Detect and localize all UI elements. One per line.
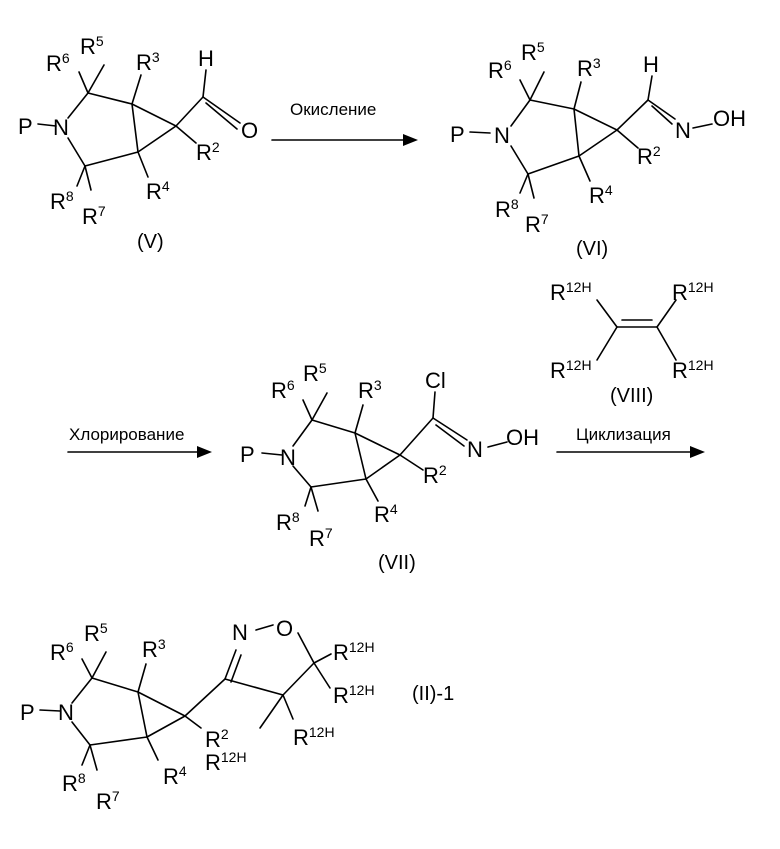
v-r8: R8 <box>50 188 74 214</box>
v-r2: R2 <box>196 139 220 165</box>
ii1-atom-p: P <box>20 700 35 725</box>
viii-label: (VIII) <box>610 385 653 407</box>
v-r4: R4 <box>146 178 170 204</box>
vi-r4: R4 <box>589 182 613 208</box>
vii-atom-n-oxime: N <box>467 437 483 462</box>
vii-r5: R5 <box>303 360 327 386</box>
v-atom-o: O <box>241 118 258 143</box>
ii1-atom-n: N <box>58 700 74 725</box>
structure-ii-1: P N N O R6 R5 R3 R2 R12H R12H R12H R12H … <box>20 616 454 814</box>
vi-label: (VI) <box>576 238 608 260</box>
vii-r8: R8 <box>276 509 300 535</box>
viii-r12h-bottom-right: R12H <box>672 357 714 383</box>
vii-r2: R2 <box>423 462 447 488</box>
oxidation-label: Окисление <box>290 100 376 119</box>
viii-r12h-bottom-left: R12H <box>550 357 592 383</box>
ii1-r7: R7 <box>96 788 120 814</box>
vi-r8: R8 <box>495 196 519 222</box>
ii1-r12h-c5-lower: R12H <box>333 682 375 708</box>
cyclization-label: Циклизация <box>576 425 671 444</box>
viii-r12h-top-left: R12H <box>550 279 592 305</box>
structure-vii: P N N OH Cl R6 R5 R3 R2 R4 R8 R7 (VII) <box>240 360 539 574</box>
vi-r2: R2 <box>637 143 661 169</box>
ii1-r12h-c5-upper: R12H <box>333 639 375 665</box>
v-r7: R7 <box>82 203 106 229</box>
ii1-r3: R3 <box>142 636 166 662</box>
structure-vi: P N N OH H R6 R5 R3 R2 R4 R8 R7 (VI) <box>450 39 746 260</box>
ii1-r5: R5 <box>84 620 108 646</box>
v-r6: R6 <box>46 50 70 76</box>
v-atom-p: P <box>18 114 33 139</box>
vi-r3: R3 <box>577 55 601 81</box>
arrow-cyclization: Циклизация <box>557 425 705 458</box>
vi-atom-n-oxime: N <box>675 118 691 143</box>
vii-atom-cl: Cl <box>425 368 446 393</box>
v-r3: R3 <box>136 49 160 75</box>
arrow-oxidation: Окисление <box>272 100 418 146</box>
ii1-r4: R4 <box>163 763 187 789</box>
ii1-r8: R8 <box>62 770 86 796</box>
vi-r6: R6 <box>488 57 512 83</box>
v-r5: R5 <box>80 33 104 59</box>
ii1-atom-n-isoxazoline: N <box>232 620 248 645</box>
vii-r4: R4 <box>374 501 398 527</box>
ii1-label: (II)-1 <box>412 683 454 705</box>
arrow-chlorination: Хлорирование <box>68 425 212 458</box>
vi-r7: R7 <box>525 211 549 237</box>
vi-r5: R5 <box>521 39 545 65</box>
vii-label: (VII) <box>378 552 416 574</box>
vii-atom-n: N <box>280 445 296 470</box>
vii-r6: R6 <box>271 377 295 403</box>
ii1-r12h-c4-upper: R12H <box>293 724 335 750</box>
v-atom-h: H <box>198 46 214 71</box>
vii-atom-p: P <box>240 442 255 467</box>
ii1-r12h-c4-lower: R12H <box>205 749 247 775</box>
vii-r7: R7 <box>309 525 333 551</box>
vi-atom-p: P <box>450 122 465 147</box>
chlorination-label: Хлорирование <box>69 425 184 444</box>
structure-v: P N O H R6 R5 R3 R2 R4 R8 R7 (V) <box>18 33 258 253</box>
vi-atom-oh: OH <box>713 106 746 131</box>
structure-viii: R12H R12H R12H R12H (VIII) <box>550 279 714 407</box>
ii1-r6: R6 <box>50 639 74 665</box>
vii-r3: R3 <box>358 377 382 403</box>
vi-atom-h: H <box>643 52 659 77</box>
viii-r12h-top-right: R12H <box>672 279 714 305</box>
v-atom-n: N <box>53 115 69 140</box>
vii-atom-oh: OH <box>506 425 539 450</box>
ii1-atom-o: O <box>276 616 293 641</box>
vi-atom-n: N <box>494 123 510 148</box>
v-label: (V) <box>137 231 164 253</box>
